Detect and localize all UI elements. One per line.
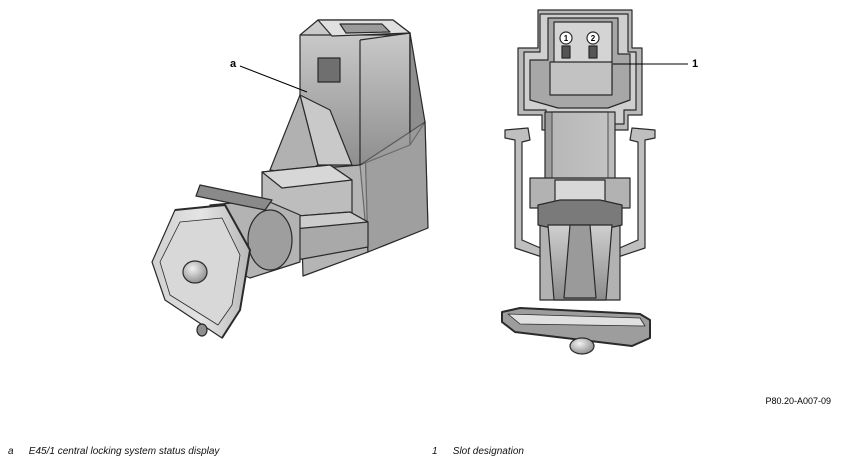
legend-text: Slot designation [452, 446, 524, 457]
legend-item-a: a E45/1 central locking system status di… [8, 446, 219, 457]
left-isometric-view [151, 19, 429, 339]
legend-item-1: 1 Slot designation [432, 446, 524, 457]
pin-2-label: 2 [591, 34, 596, 43]
callout-a-label: a [230, 58, 237, 70]
right-front-view [501, 9, 656, 355]
component-illustration: 1 2 [151, 9, 688, 355]
pin-1-label: 1 [564, 34, 569, 43]
callout-1-label: 1 [692, 58, 699, 70]
document-id: P80.20-A007-09 [765, 396, 831, 406]
legend-key: 1 [432, 446, 438, 457]
legend-text: E45/1 central locking system status disp… [28, 446, 220, 457]
legend-key: a [8, 446, 14, 457]
callout-a-leader [239, 65, 308, 93]
